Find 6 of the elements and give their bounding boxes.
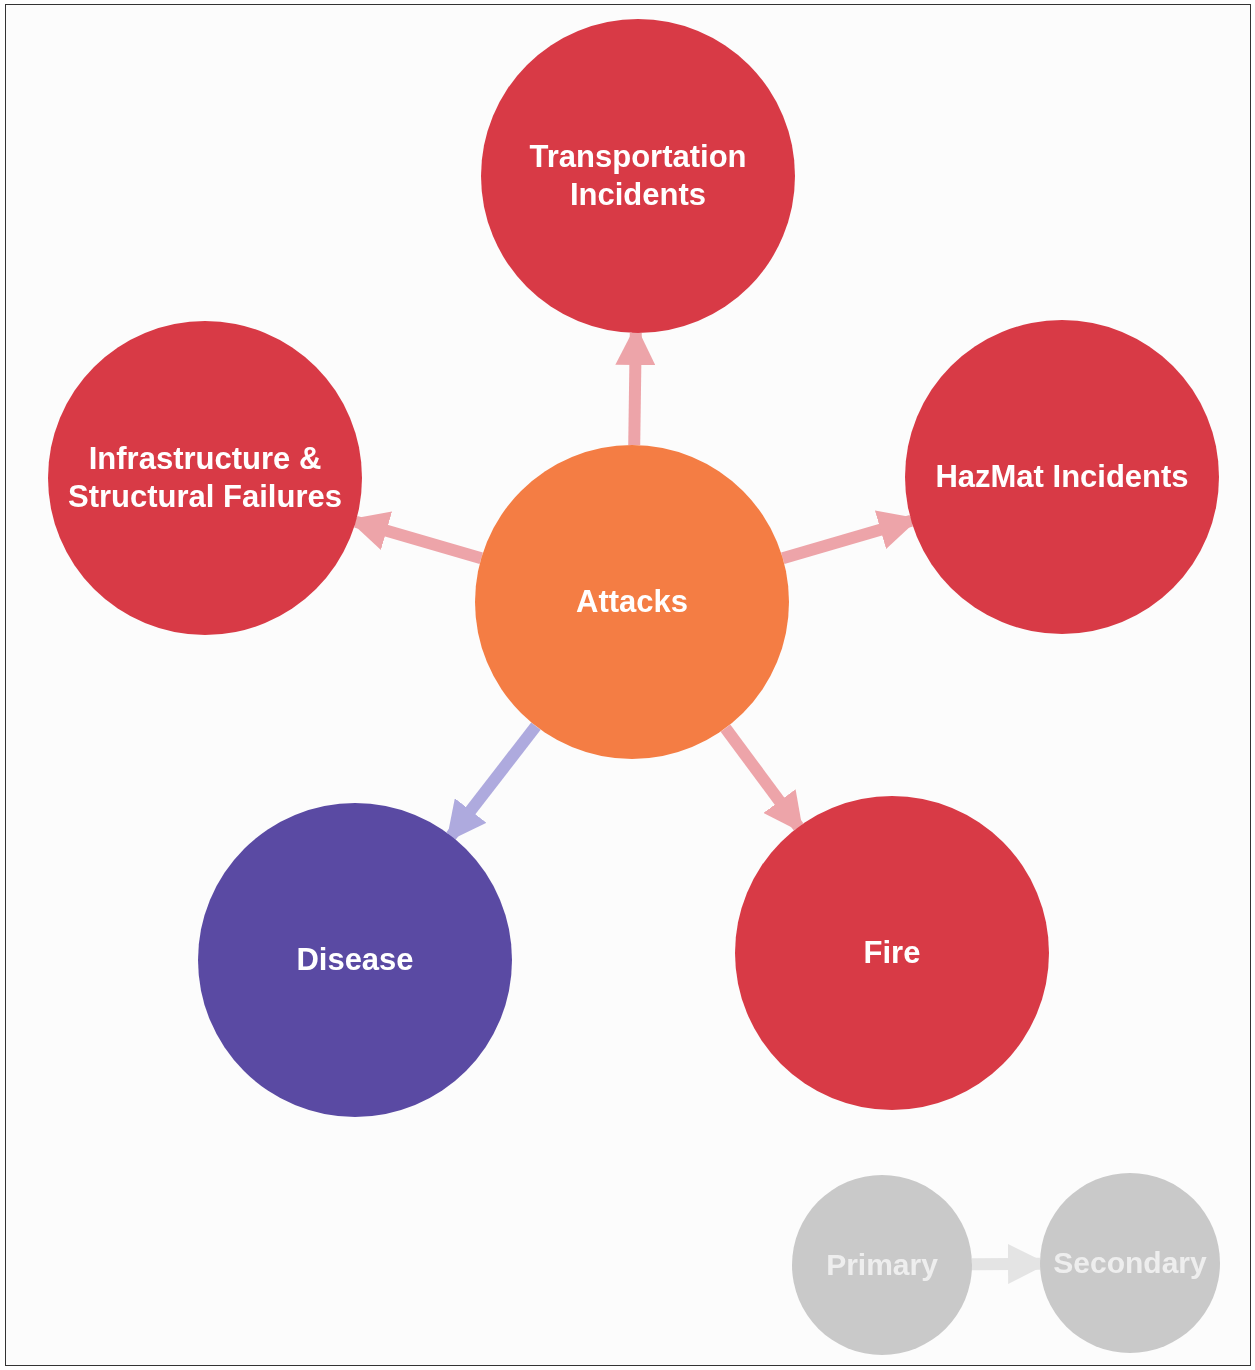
circle-label: Attacks [576,583,688,621]
circle-label: Transportation Incidents [528,138,748,214]
circle-label: Infrastructure & Structural Failures [67,440,343,516]
circle-label: HazMat Incidents [935,458,1189,496]
circle-label: Disease [296,941,414,979]
circle-label: Fire [863,934,921,972]
